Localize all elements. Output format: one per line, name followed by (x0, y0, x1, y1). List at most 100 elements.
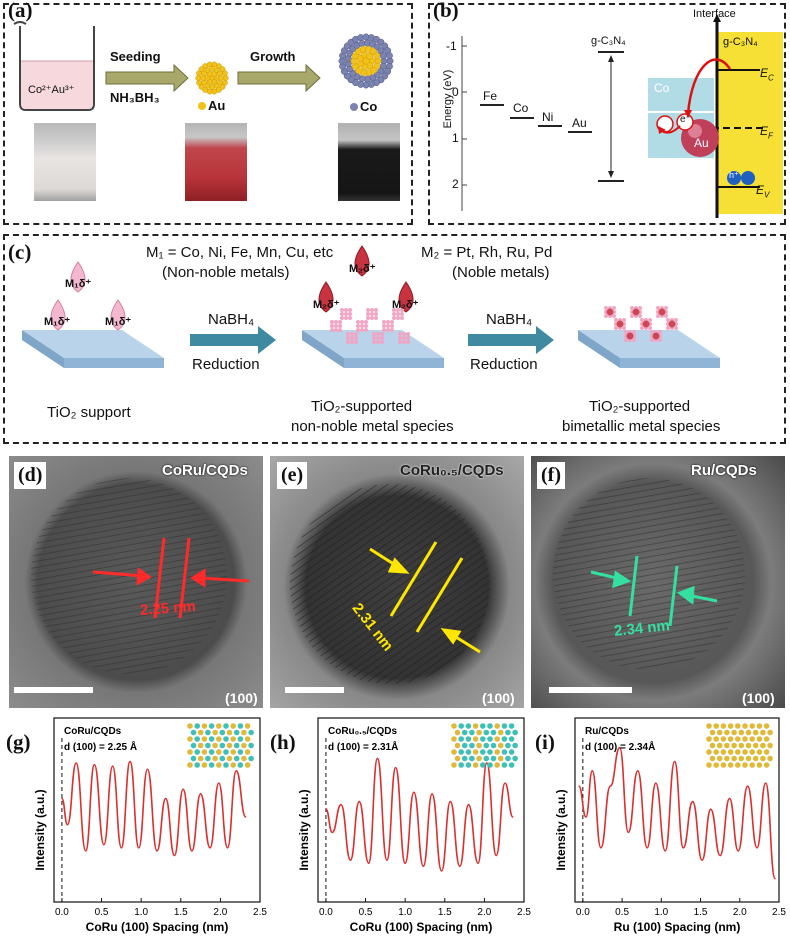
non-noble-particle (364, 328, 368, 332)
non-noble-particle (372, 336, 376, 340)
hole-label: h⁺ (729, 170, 739, 180)
non-noble-particle (356, 324, 360, 328)
reagent-label: NH₃BH₃ (110, 90, 160, 105)
profile-point (719, 854, 721, 857)
profile-point (449, 801, 451, 803)
lattice-atom (205, 755, 211, 762)
non-noble-particle (364, 324, 368, 328)
au-atom (198, 84, 205, 90)
lattice-atom (472, 736, 479, 742)
lattice-atom (465, 736, 472, 742)
spacing-annotation: d (100) = 2.34Å (585, 740, 655, 753)
x-tick-label: 1.0 (398, 907, 412, 918)
lattice-atom (458, 749, 464, 755)
lattice-atom (194, 723, 200, 729)
au-atom (216, 63, 222, 69)
plot-frame (317, 717, 525, 903)
level-au: Au (572, 116, 587, 130)
panel-b-label: (b) (433, 0, 459, 22)
x-tick-label: 0.5 (615, 907, 629, 918)
tio2-slab-3 (578, 330, 720, 368)
lattice-atom (738, 729, 745, 736)
profile-point (138, 847, 140, 849)
level-fe: Fe (483, 89, 498, 103)
non-noble-particle (346, 336, 350, 340)
au-atom (222, 70, 228, 77)
profile-point (245, 816, 247, 818)
profile-point (376, 757, 379, 760)
non-noble-particle (348, 308, 352, 312)
lattice-atom (241, 755, 247, 762)
lattice-atom (230, 762, 236, 768)
non-noble-particle (382, 328, 386, 332)
co-region-label: Co (654, 81, 670, 95)
lattice-atom (727, 736, 734, 742)
panel-a-label: (a) (8, 0, 33, 22)
non-noble-particle (402, 340, 406, 344)
au-cluster-icon (195, 61, 229, 95)
lattice-atom (727, 723, 734, 729)
x-tick-label: 0.0 (576, 907, 590, 918)
m1-ion-3: M₁δ⁺ (105, 316, 132, 328)
lattice-atom (716, 729, 723, 736)
bimetallic-particle-core (624, 330, 628, 334)
lattice-atom (469, 742, 475, 749)
y-axis-label: Intensity (a.u.) (554, 789, 568, 870)
lattice-atom (241, 729, 247, 736)
profile-point (619, 747, 621, 749)
lattice-atom (724, 742, 730, 749)
non-noble-particle (382, 324, 386, 328)
profile-point (756, 847, 758, 849)
x-tick-label: 1.5 (174, 907, 188, 918)
lattice-atom (197, 742, 204, 749)
bimetallic-particle-core (622, 326, 626, 330)
non-noble-particle (400, 312, 404, 316)
bimetallic-particle-core (664, 314, 668, 318)
tem-d-title: CoRu/CQDs (162, 462, 248, 479)
profile-point (674, 760, 676, 763)
bimetallic-particle-core (638, 314, 642, 318)
lattice-atom (451, 736, 457, 742)
lattice-atom (480, 749, 486, 755)
lattice-atom (233, 755, 240, 762)
lattice-atom (501, 749, 508, 755)
lattice-atom (208, 762, 215, 768)
lattice-atom (487, 736, 493, 742)
non-noble-particle (354, 336, 358, 340)
non-noble-particle (334, 320, 338, 324)
profile-point (103, 844, 105, 846)
profile-point (325, 808, 327, 810)
profile-point (600, 847, 602, 849)
lattice-atom (727, 762, 734, 768)
non-noble-particle (356, 328, 360, 332)
au-legend-label: Au (208, 98, 226, 113)
lattice-atom (742, 736, 748, 742)
profile-point (358, 801, 360, 803)
non-noble-particle (390, 324, 394, 328)
profile-point (701, 859, 703, 861)
lattice-atom (244, 723, 251, 729)
x-tick-label: 0.0 (55, 907, 69, 918)
lattice-atom (752, 742, 759, 749)
profile-point (85, 850, 87, 852)
au-atom (198, 66, 205, 72)
x-tick-label: 2.5 (772, 907, 786, 918)
au-atom (196, 79, 202, 86)
lattice-atom (216, 736, 222, 742)
non-noble-particle (334, 324, 338, 328)
profile-point (349, 859, 352, 861)
non-noble-particle (340, 312, 344, 316)
lattice-atom (223, 736, 229, 742)
bimetallic-particle (606, 308, 614, 316)
beaker-icon (13, 21, 95, 111)
profile-point (226, 847, 229, 849)
lattice-atom (497, 742, 504, 749)
bimetallic-particle-core (632, 330, 636, 334)
lattice-atom (505, 729, 511, 736)
au-atom (196, 70, 202, 77)
non-noble-particle (340, 316, 344, 320)
non-noble-particle (360, 320, 364, 324)
non-noble-particle (406, 340, 410, 344)
profile-point (146, 768, 149, 770)
